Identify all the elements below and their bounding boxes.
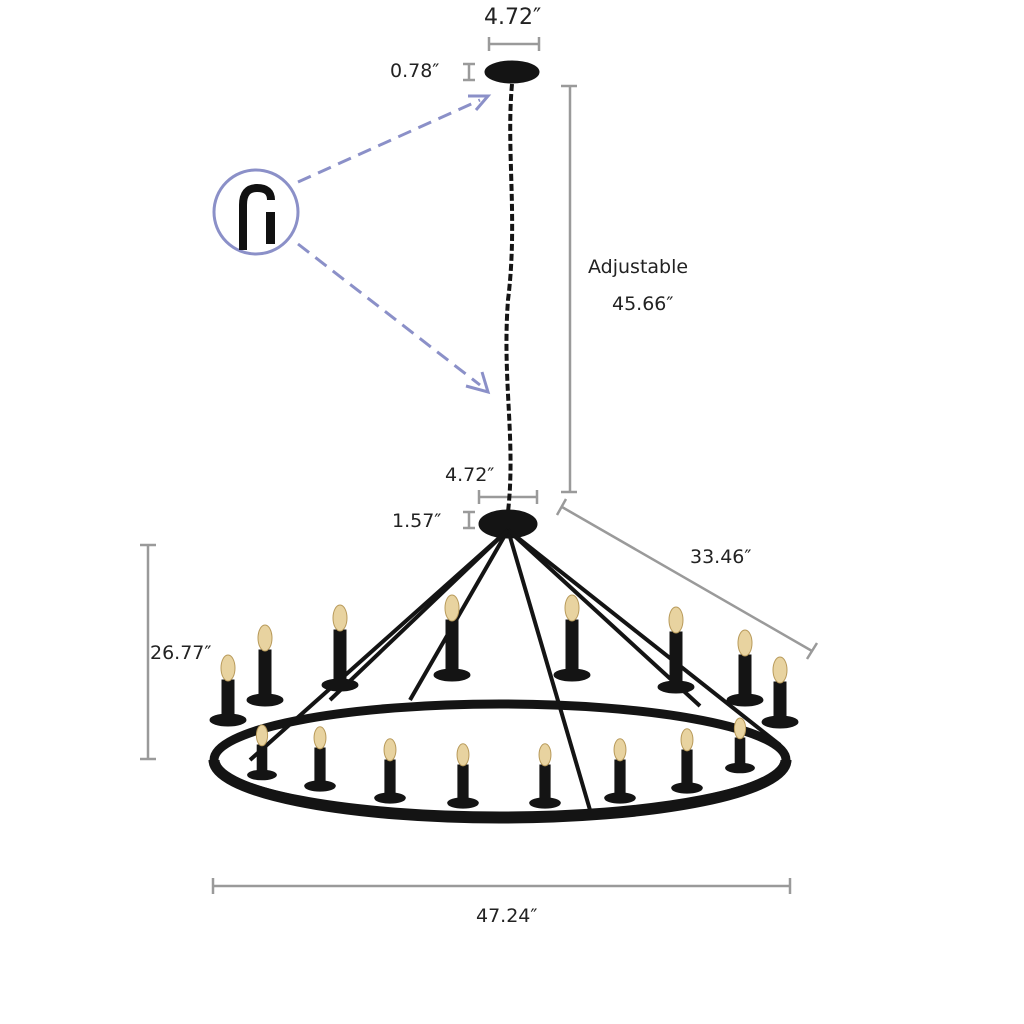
candle-sleeve (734, 737, 746, 769)
hook-icon (239, 183, 275, 250)
arm-length-label: 33.46″ (690, 546, 752, 568)
hub-height-dimension (463, 510, 475, 530)
candle-sleeve (457, 764, 469, 804)
chain-length-dimension (561, 84, 577, 494)
body-height-dimension (140, 543, 156, 761)
candle-sleeve (738, 654, 752, 701)
candle-sleeve (384, 759, 396, 799)
candle-sleeve (258, 649, 272, 701)
bulb-icon (456, 743, 470, 767)
arm-length-dimension (555, 498, 819, 660)
dashed-arrow-bottom (297, 242, 481, 387)
candle-sleeve (539, 764, 551, 804)
candle-sleeve (669, 631, 683, 688)
chain-adjustable-label: Adjustable (588, 256, 689, 278)
canopy-height-label: 0.78″ (390, 60, 440, 82)
chain-length-label: 45.66″ (612, 293, 674, 315)
bulb-icon (538, 743, 552, 767)
candle-sleeve (681, 749, 693, 789)
canopy-width-label: 4.72″ (484, 5, 542, 30)
diameter-dimension (211, 878, 792, 894)
candle-sleeve (221, 679, 235, 721)
candle-sleeve (565, 619, 579, 676)
center-hub (478, 509, 538, 539)
support-arm (408, 529, 510, 701)
support-arm (506, 528, 782, 747)
candle-sleeve (773, 681, 787, 723)
hook-detail-circle (212, 168, 300, 256)
bulb-icon (668, 606, 684, 634)
canopy-height-dimension (463, 62, 475, 82)
dashed-arrow-top (297, 98, 481, 184)
candle-sleeve (445, 619, 459, 676)
body-height-label: 26.77″ (150, 642, 212, 664)
bulb-icon (313, 726, 327, 750)
diameter-label: 47.24″ (476, 905, 538, 927)
bulb-icon (332, 604, 348, 632)
candle-sleeve (333, 629, 347, 686)
canopy-width-dimension (487, 37, 541, 51)
chandelier (208, 60, 799, 824)
bulb-icon (257, 624, 273, 652)
bulb-icon (444, 594, 460, 622)
bulb-icon (737, 629, 753, 657)
bulb-icon (772, 656, 788, 684)
support-arm (506, 528, 702, 708)
candle-sleeve (614, 759, 626, 799)
bulb-icon (680, 728, 694, 752)
ring-front (208, 759, 792, 824)
bulb-icon (733, 717, 747, 740)
hook-callout (212, 94, 492, 395)
candle-sleeve (314, 747, 326, 787)
bulb-icon (255, 724, 269, 747)
chain (504, 83, 515, 513)
canopy (484, 60, 540, 84)
support-arm (506, 529, 592, 811)
bulb-icon (383, 738, 397, 762)
hub-height-label: 1.57″ (392, 510, 442, 532)
hub-width-label: 4.72″ (445, 464, 495, 486)
bulb-icon (220, 654, 236, 682)
candle-sleeve (256, 744, 268, 776)
bulb-icon (564, 594, 580, 622)
bulb-icon (613, 738, 627, 762)
